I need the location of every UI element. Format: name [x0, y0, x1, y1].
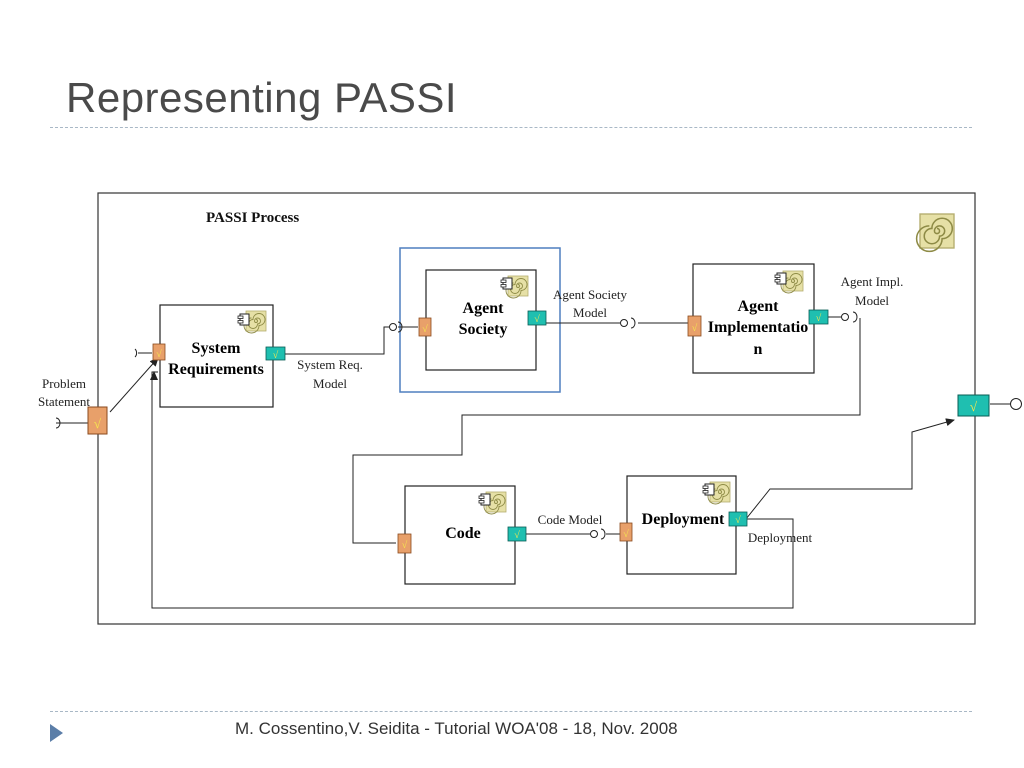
- problem-statement-label: Problem: [42, 376, 86, 391]
- check-icon: √: [273, 350, 279, 361]
- node-label: Requirements: [168, 361, 264, 378]
- deployment-output-label: Deployment: [748, 530, 813, 545]
- node-label: n: [754, 341, 763, 358]
- slide-title: Representing PASSI: [66, 74, 458, 121]
- process-frame: [97, 192, 976, 625]
- agent-society-highlight: [399, 247, 561, 393]
- check-icon: √: [402, 540, 408, 551]
- node-agent-implementation[interactable]: Agent Implementatio n: [692, 263, 815, 374]
- socket-icon: [852, 311, 858, 323]
- node-code[interactable]: Code: [404, 485, 516, 585]
- footer-arrow-icon: [50, 724, 63, 742]
- node-label: System: [192, 340, 242, 357]
- system-req-model-label: System Req.: [297, 357, 363, 372]
- interfaces: [55, 311, 1022, 540]
- port-agent-impl-in[interactable]: √: [687, 315, 702, 337]
- check-icon: √: [816, 313, 822, 324]
- agent-society-model-label: Agent Society: [553, 287, 628, 302]
- port-deployment-in[interactable]: √: [619, 522, 633, 542]
- component-icon: [500, 277, 513, 290]
- agent-society-model-label: Model: [573, 305, 607, 320]
- port-problem-statement[interactable]: √: [87, 406, 108, 435]
- component-icon: [702, 483, 715, 496]
- connections: [109, 318, 1010, 609]
- check-icon: √: [534, 314, 540, 325]
- check-icon: √: [623, 529, 629, 540]
- artifact-labels: Problem Statement System Req. Model Agen…: [38, 274, 903, 545]
- problem-statement-label: Statement: [38, 394, 90, 409]
- node-label: Society: [459, 321, 508, 338]
- process-spiral-icon: [915, 213, 955, 253]
- component-icon: [774, 272, 787, 285]
- title-divider: [50, 127, 972, 128]
- port-agent-society-out[interactable]: √: [527, 310, 547, 326]
- node-label: Agent: [463, 300, 505, 317]
- node-label: Deployment: [642, 511, 725, 528]
- socket-icon: [134, 348, 138, 358]
- port-system-req-out[interactable]: √: [265, 346, 286, 361]
- node-label: Agent: [738, 298, 780, 315]
- agent-impl-model-label: Agent Impl.: [841, 274, 904, 289]
- component-icon: [237, 313, 250, 326]
- process-label: PASSI Process: [206, 210, 299, 226]
- port-code-in[interactable]: √: [397, 533, 412, 554]
- footer-citation: M. Cossentino,V. Seidita - Tutorial WOA'…: [235, 719, 678, 738]
- check-icon: √: [94, 416, 102, 431]
- port-final-output[interactable]: √: [957, 394, 990, 417]
- node-deployment[interactable]: Deployment: [626, 475, 737, 575]
- check-icon: √: [156, 349, 162, 360]
- component-icon: [478, 493, 491, 506]
- port-agent-society-in[interactable]: √: [418, 317, 432, 337]
- check-icon: √: [970, 399, 978, 414]
- check-icon: √: [422, 324, 428, 335]
- node-system-requirements[interactable]: System Requirements: [159, 304, 274, 408]
- system-req-model-label: Model: [313, 376, 347, 391]
- node-label: Code: [445, 525, 481, 542]
- socket-icon: [630, 317, 636, 329]
- check-icon: √: [692, 323, 698, 334]
- port-system-req-in[interactable]: √: [152, 343, 166, 361]
- socket-icon: [600, 528, 606, 540]
- check-icon: √: [514, 530, 520, 541]
- check-icon: √: [735, 515, 741, 526]
- code-model-label: Code Model: [538, 512, 603, 527]
- port-deployment-out[interactable]: √: [728, 511, 748, 527]
- port-code-out[interactable]: √: [507, 526, 527, 542]
- node-label: Implementatio: [708, 319, 808, 336]
- node-agent-society[interactable]: Agent Society: [425, 269, 537, 371]
- agent-impl-model-label: Model: [855, 293, 889, 308]
- port-agent-impl-out[interactable]: √: [808, 309, 829, 325]
- footer-divider: [50, 711, 972, 712]
